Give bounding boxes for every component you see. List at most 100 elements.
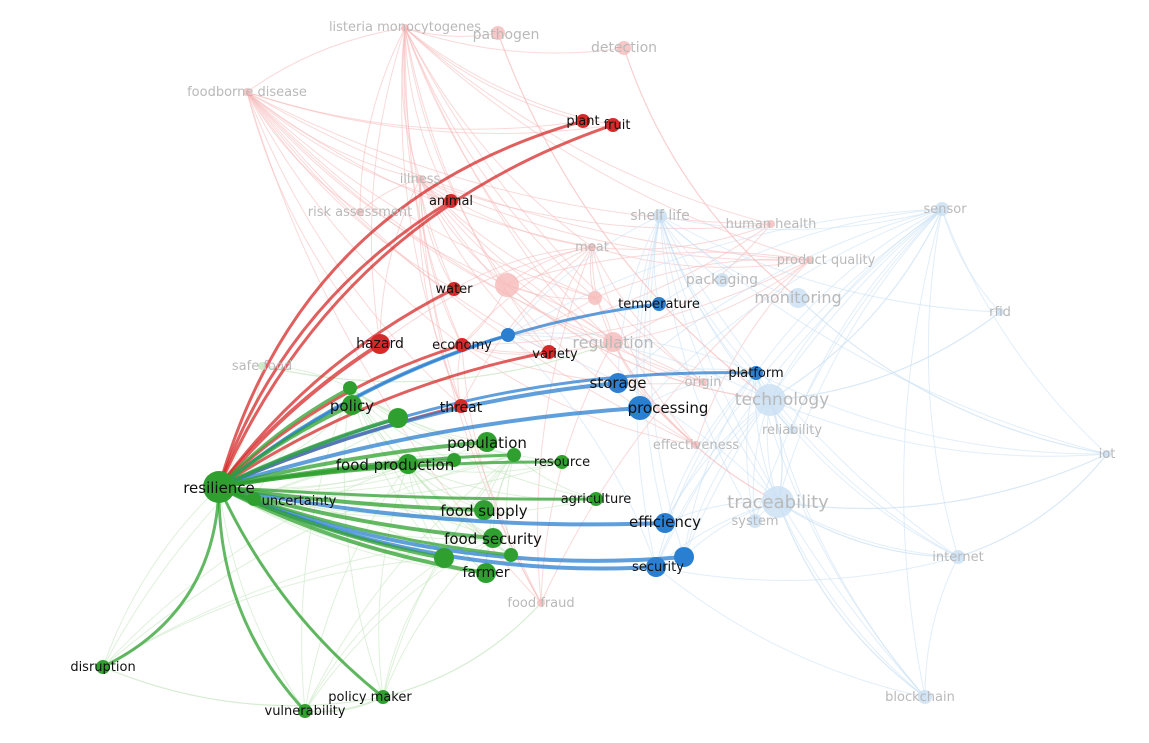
background-link <box>769 208 943 401</box>
node-storage[interactable] <box>608 373 628 393</box>
node-iot[interactable] <box>1103 450 1111 458</box>
background-link <box>460 246 593 407</box>
node-effectiveness[interactable] <box>692 441 700 449</box>
node-threat[interactable] <box>454 399 468 413</box>
background-link <box>419 178 593 248</box>
label-resource: resource <box>534 455 590 470</box>
node-uncertainty[interactable] <box>247 492 261 506</box>
node-foodsupply[interactable] <box>474 500 494 520</box>
label-sensor: sensor <box>923 202 967 217</box>
link-resilience-policymaker <box>217 485 385 699</box>
background-link <box>777 501 959 558</box>
node-econblue[interactable] <box>501 328 515 342</box>
label-storage: storage <box>590 374 647 392</box>
node-redhub2[interactable] <box>588 291 602 305</box>
background-link <box>591 246 704 383</box>
node-technology[interactable] <box>754 384 786 416</box>
node-policymaker[interactable] <box>376 690 390 704</box>
node-illness[interactable] <box>416 175 424 183</box>
node-productquality[interactable] <box>806 256 814 264</box>
node-policy[interactable] <box>342 395 362 415</box>
node-pathogen[interactable] <box>491 26 505 40</box>
background-link <box>246 91 462 407</box>
background-link <box>379 178 421 345</box>
node-foodproduction[interactable] <box>398 454 418 474</box>
background-link <box>102 557 445 668</box>
node-animal[interactable] <box>444 194 458 208</box>
background-link <box>419 178 596 299</box>
node-economy[interactable] <box>455 338 469 352</box>
label-traceability: traceability <box>727 492 829 513</box>
link-resilience-efficiency <box>217 485 667 527</box>
node-shelflife[interactable] <box>653 209 667 223</box>
node-platform[interactable] <box>749 366 763 380</box>
node-disruption[interactable] <box>96 660 110 674</box>
node-traceability[interactable] <box>762 486 794 518</box>
background-link <box>102 387 351 668</box>
node-policy2[interactable] <box>343 381 357 395</box>
node-fruit[interactable] <box>606 118 620 132</box>
node-regulation[interactable] <box>603 332 623 352</box>
node-origin[interactable] <box>699 378 707 386</box>
node-foodsecurity[interactable] <box>483 528 503 548</box>
label-safefood: safe food <box>232 359 292 374</box>
node-hazard[interactable] <box>370 334 390 354</box>
background-link <box>777 501 926 698</box>
node-farmer[interactable] <box>476 563 496 583</box>
node-foodborne[interactable] <box>243 88 251 96</box>
node-foodfraud[interactable] <box>537 599 545 607</box>
node-temperature[interactable] <box>652 297 666 311</box>
node-res2[interactable] <box>507 448 521 462</box>
background-link <box>664 372 757 524</box>
node-packaging[interactable] <box>715 273 729 287</box>
background-link <box>540 259 811 604</box>
node-resilience[interactable] <box>203 471 235 503</box>
node-bluehub[interactable] <box>674 547 694 567</box>
label-fruit: fruit <box>604 118 631 133</box>
node-riskassess[interactable] <box>356 208 364 216</box>
background-link <box>246 91 593 248</box>
node-resource[interactable] <box>555 455 569 469</box>
node-reliability[interactable] <box>788 426 796 434</box>
node-plant[interactable] <box>576 114 590 128</box>
node-safefood[interactable] <box>258 362 266 370</box>
background-link <box>253 453 515 500</box>
node-meat[interactable] <box>588 243 596 251</box>
node-security[interactable] <box>646 557 666 577</box>
background-link <box>246 91 463 346</box>
node-processing[interactable] <box>628 396 652 420</box>
node-listeria[interactable] <box>401 24 409 32</box>
node-system[interactable] <box>748 514 762 528</box>
node-internet[interactable] <box>951 550 965 564</box>
node-greenhub[interactable] <box>388 408 408 428</box>
background-link <box>617 368 757 384</box>
background-link <box>261 365 351 389</box>
node-fp2[interactable] <box>447 453 461 467</box>
node-fs2[interactable] <box>504 548 518 562</box>
background-link <box>343 387 384 698</box>
link-resilience-water <box>217 287 456 489</box>
node-population[interactable] <box>477 432 497 452</box>
node-sensor[interactable] <box>935 202 949 216</box>
node-water[interactable] <box>447 282 461 296</box>
background-link <box>382 454 515 698</box>
link-resilience-res2 <box>217 453 516 489</box>
link-resilience-hazard <box>217 342 382 489</box>
background-link <box>102 454 515 668</box>
background-link <box>379 246 593 345</box>
node-agriculture[interactable] <box>589 492 603 506</box>
background-link <box>102 463 409 668</box>
node-redhub1[interactable] <box>495 273 519 297</box>
node-humanhealth[interactable] <box>767 220 775 228</box>
node-variety[interactable] <box>542 345 556 359</box>
label-economy: economy <box>432 338 492 353</box>
node-rfid[interactable] <box>996 308 1004 316</box>
node-efficiency[interactable] <box>655 513 675 533</box>
node-detection[interactable] <box>617 41 631 55</box>
node-monitoring[interactable] <box>788 288 808 308</box>
node-vulnerability[interactable] <box>298 704 312 718</box>
label-efficiency: efficiency <box>629 513 701 531</box>
node-blockchain[interactable] <box>918 690 932 704</box>
node-farmer2[interactable] <box>434 548 454 568</box>
